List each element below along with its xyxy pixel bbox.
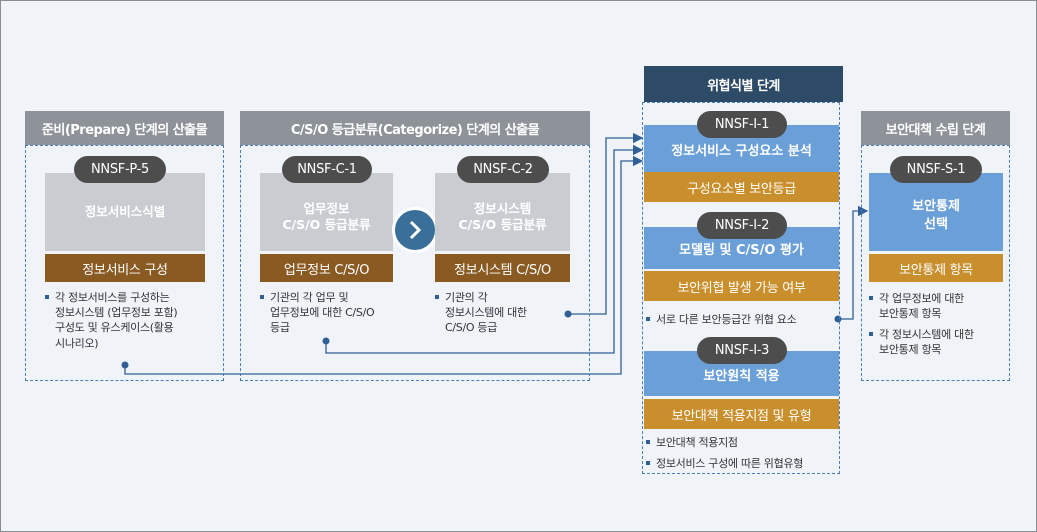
s1-bullet: 각 업무정보에 대한 보안통제 항목 xyxy=(869,291,1017,321)
prepare-bullet-line: 정보시스템 (업무정보 포함) xyxy=(55,306,178,320)
prepare-brown-label: 정보서비스 구성 xyxy=(82,262,168,278)
prepare-bullet-line: 각 정보서비스를 구성하는 xyxy=(55,291,170,304)
c2-gray-line: 정보시스템 xyxy=(473,200,532,216)
prepare-brown-box: 정보서비스 구성 xyxy=(45,254,205,282)
i3-bullet-line: 보안대책 적용지점 xyxy=(656,436,738,449)
s1-pill-label: NNSF-S-1 xyxy=(906,162,966,177)
i3-pill: NNSF-I-3 xyxy=(697,337,787,364)
select-phase-title: 보안대책 수립 단계 xyxy=(885,122,986,138)
i3-bullet: 보안대책 적용지점 xyxy=(646,435,846,450)
s1-blue-box: 보안통제 선택 xyxy=(869,173,1003,251)
prepare-bullet-line: 구성도 및 유스케이스(활용 xyxy=(55,321,174,335)
categorize-phase-header: C/S/O 등급분류(Categorize) 단계의 산출물 xyxy=(240,111,590,145)
i3-blue-label: 보안원칙 적용 xyxy=(703,368,780,384)
categorize-phase-title: C/S/O 등급분류(Categorize) 단계의 산출물 xyxy=(290,122,540,138)
s1-bullet: 각 정보시스템에 대한 보안통제 항목 xyxy=(869,327,1017,357)
c2-bullet-line: 기관의 각 xyxy=(445,291,488,304)
s1-blue-line: 보안통제 xyxy=(912,199,960,215)
s1-orange-label: 보안통제 항목 xyxy=(899,262,973,278)
c1-gray-line: C/S/O 등급분류 xyxy=(282,217,371,232)
i2-blue-label: 모델링 및 C/S/O 평가 xyxy=(679,243,804,259)
select-phase-header: 보안대책 수립 단계 xyxy=(861,111,1010,145)
prepare-phase-title: 준비(Prepare) 단계의 산출물 xyxy=(41,122,208,138)
i2-pill: NNSF-I-2 xyxy=(697,212,787,239)
c2-pill-label: NNSF-C-2 xyxy=(473,162,533,177)
c2-brown-label: 정보시스템 C/S/O xyxy=(454,262,551,278)
bullet-square-icon xyxy=(869,296,873,300)
s1-orange-box: 보안통제 항목 xyxy=(869,254,1003,282)
prepare-bullet-line: 시나리오) xyxy=(55,336,99,350)
c1-pill-label: NNSF-C-1 xyxy=(297,162,357,177)
c1-bullet-line: 업무정보에 대한 C/S/O xyxy=(270,306,375,320)
c1-gray-line: 업무정보 xyxy=(303,200,350,216)
c2-gray-box: 정보시스템 C/S/O 등급분류 xyxy=(435,173,570,251)
c1-brown-box: 업무정보 C/S/O xyxy=(260,254,393,282)
i1-orange-label: 구성요소별 보안등급 xyxy=(687,181,796,197)
i2-bullet: 서로 다른 보안등급간 위협 요소 xyxy=(646,312,846,327)
i3-bullet-line: 정보서비스 구성에 따른 위협유형 xyxy=(656,457,804,470)
bullet-square-icon xyxy=(646,461,650,465)
s1-bullet-line: 각 정보시스템에 대한 xyxy=(879,328,974,341)
c1-pill: NNSF-C-1 xyxy=(282,156,372,183)
c1-bullet-line: 등급 xyxy=(270,321,290,335)
s1-bullet-line: 보안통제 항목 xyxy=(879,307,942,321)
identify-phase-header: 위협식별 단계 xyxy=(644,66,843,102)
prepare-pill-label: NNSF-P-5 xyxy=(91,162,149,177)
c2-brown-box: 정보시스템 C/S/O xyxy=(435,254,570,282)
chevron-right-icon xyxy=(392,207,438,253)
categorize-phase-panel xyxy=(240,145,590,381)
c2-bullet-line: C/S/O 등급 xyxy=(445,321,498,335)
i1-pill-label: NNSF-I-1 xyxy=(714,117,770,132)
i1-orange-box: 구성요소별 보안등급 xyxy=(644,172,839,202)
identify-phase-title: 위협식별 단계 xyxy=(707,78,780,94)
s1-bullet-line: 각 업무정보에 대한 xyxy=(879,292,964,305)
i1-blue-label: 정보서비스 구성요소 분석 xyxy=(671,143,812,159)
i2-orange-label: 보안위협 발생 가능 여부 xyxy=(677,280,806,296)
i3-bullet: 정보서비스 구성에 따른 위협유형 xyxy=(646,456,846,471)
prepare-pill: NNSF-P-5 xyxy=(74,156,166,183)
i3-orange-label: 보안대책 적용지점 및 유형 xyxy=(671,408,812,424)
bullet-square-icon xyxy=(646,317,650,321)
s1-bullet-line: 보안통제 항목 xyxy=(879,343,942,357)
c2-bullet: 기관의 각 정보시스템에 대한 C/S/O 등급 xyxy=(435,290,585,336)
i1-pill: NNSF-I-1 xyxy=(697,111,787,138)
bullet-square-icon xyxy=(260,295,264,299)
bullet-square-icon xyxy=(869,332,873,336)
c2-bullet-line: 정보시스템에 대한 xyxy=(445,306,527,320)
s1-pill: NNSF-S-1 xyxy=(890,156,982,183)
i2-orange-box: 보안위협 발생 가능 여부 xyxy=(644,271,839,301)
prepare-phase-header: 준비(Prepare) 단계의 산출물 xyxy=(25,111,224,145)
c1-gray-box: 업무정보 C/S/O 등급분류 xyxy=(260,173,393,251)
bullet-square-icon xyxy=(646,440,650,444)
i3-orange-box: 보안대책 적용지점 및 유형 xyxy=(644,399,839,429)
c1-brown-label: 업무정보 C/S/O xyxy=(283,262,370,278)
prepare-gray-box: 정보서비스식별 xyxy=(45,173,205,251)
i3-pill-label: NNSF-I-3 xyxy=(714,343,770,358)
c1-bullet-line: 기관의 각 업무 및 xyxy=(270,291,349,304)
prepare-gray-label: 정보서비스식별 xyxy=(84,203,166,219)
c2-pill: NNSF-C-2 xyxy=(457,156,549,183)
c2-gray-line: C/S/O 등급분류 xyxy=(458,217,547,232)
prepare-bullet: 각 정보서비스를 구성하는 정보시스템 (업무정보 포함) 구성도 및 유스케이… xyxy=(45,290,225,351)
i2-bullet-line: 서로 다른 보안등급간 위협 요소 xyxy=(656,313,797,326)
s1-blue-line: 선택 xyxy=(924,217,948,232)
bullet-square-icon xyxy=(435,295,439,299)
i2-pill-label: NNSF-I-2 xyxy=(714,218,770,233)
bullet-square-icon xyxy=(45,295,49,299)
c1-bullet: 기관의 각 업무 및 업무정보에 대한 C/S/O 등급 xyxy=(260,290,410,336)
identify-phase-panel xyxy=(642,102,840,474)
select-phase-panel xyxy=(861,145,1010,381)
prepare-phase-panel xyxy=(25,145,224,381)
